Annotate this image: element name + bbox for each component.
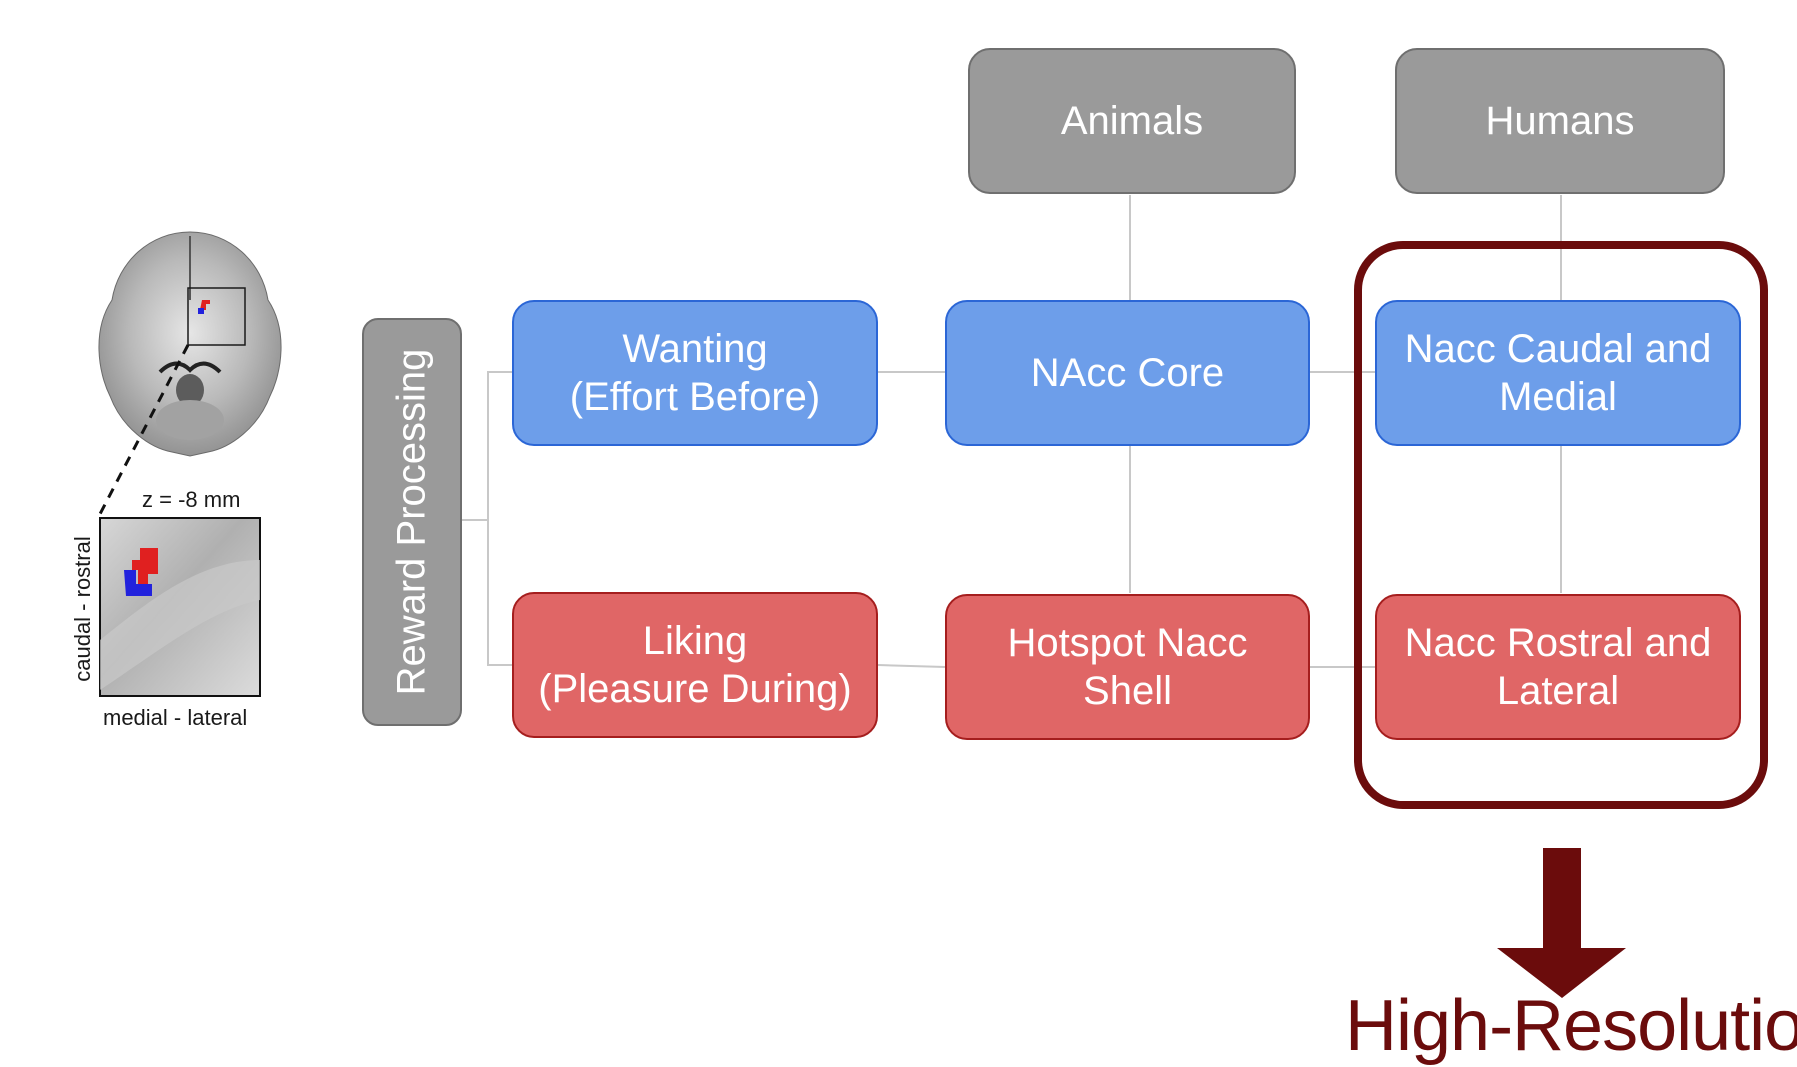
hotspot-shell-line-2: Shell: [1083, 669, 1172, 713]
nacc-core-label: NAcc Core: [1030, 351, 1225, 395]
high-resolution-label: High-Resolution: [1345, 986, 1797, 1066]
medial-lateral-axis-label: medial - lateral: [103, 705, 248, 730]
rostral-lateral-node: Nacc Rostral and Lateral: [1375, 594, 1741, 740]
caudal-medial-line-1: Nacc Caudal and: [1404, 327, 1712, 371]
reward-processing-node: Reward Processing: [362, 318, 462, 726]
highlight-frame: [1354, 241, 1768, 809]
liking-line-2: (Pleasure During): [538, 667, 852, 711]
humans-node: Humans: [1395, 48, 1725, 194]
hotspot-shell-line-1: Hotspot Nacc: [1007, 621, 1248, 665]
caudal-medial-line-2: Medial: [1499, 375, 1617, 419]
zoomed-inset-image: [99, 517, 261, 697]
connector-reward-wanting: [460, 371, 512, 521]
connector-liking-shell: [877, 664, 946, 668]
hotspot-shell-node: Hotspot Nacc Shell: [945, 594, 1310, 740]
caudal-medial-node: Nacc Caudal and Medial: [1375, 300, 1741, 446]
caudal-rostral-axis-label: caudal - rostral: [70, 536, 95, 682]
rostral-lateral-line-1: Nacc Rostral and: [1404, 621, 1712, 665]
zoom-dashed-line: [98, 344, 190, 515]
wanting-node: Wanting (Effort Before): [512, 300, 878, 446]
animals-label: Animals: [1060, 99, 1204, 143]
liking-line-1: Liking: [642, 619, 748, 663]
rostral-lateral-line-2: Lateral: [1496, 669, 1620, 713]
wanting-line-2: (Effort Before): [569, 375, 821, 419]
brain-axial-image: [98, 231, 282, 457]
animals-node: Animals: [968, 48, 1296, 194]
z-level-label: z = -8 mm: [142, 487, 241, 512]
connector-lines: [460, 195, 1562, 668]
wanting-line-1: Wanting: [622, 327, 768, 371]
reward-processing-label: Reward Processing: [389, 348, 434, 696]
down-arrow-icon: [1497, 848, 1626, 998]
nacc-core-node: NAcc Core: [945, 300, 1310, 446]
humans-label: Humans: [1485, 99, 1635, 143]
liking-node: Liking (Pleasure During): [512, 592, 878, 738]
connector-reward-liking: [487, 520, 512, 666]
